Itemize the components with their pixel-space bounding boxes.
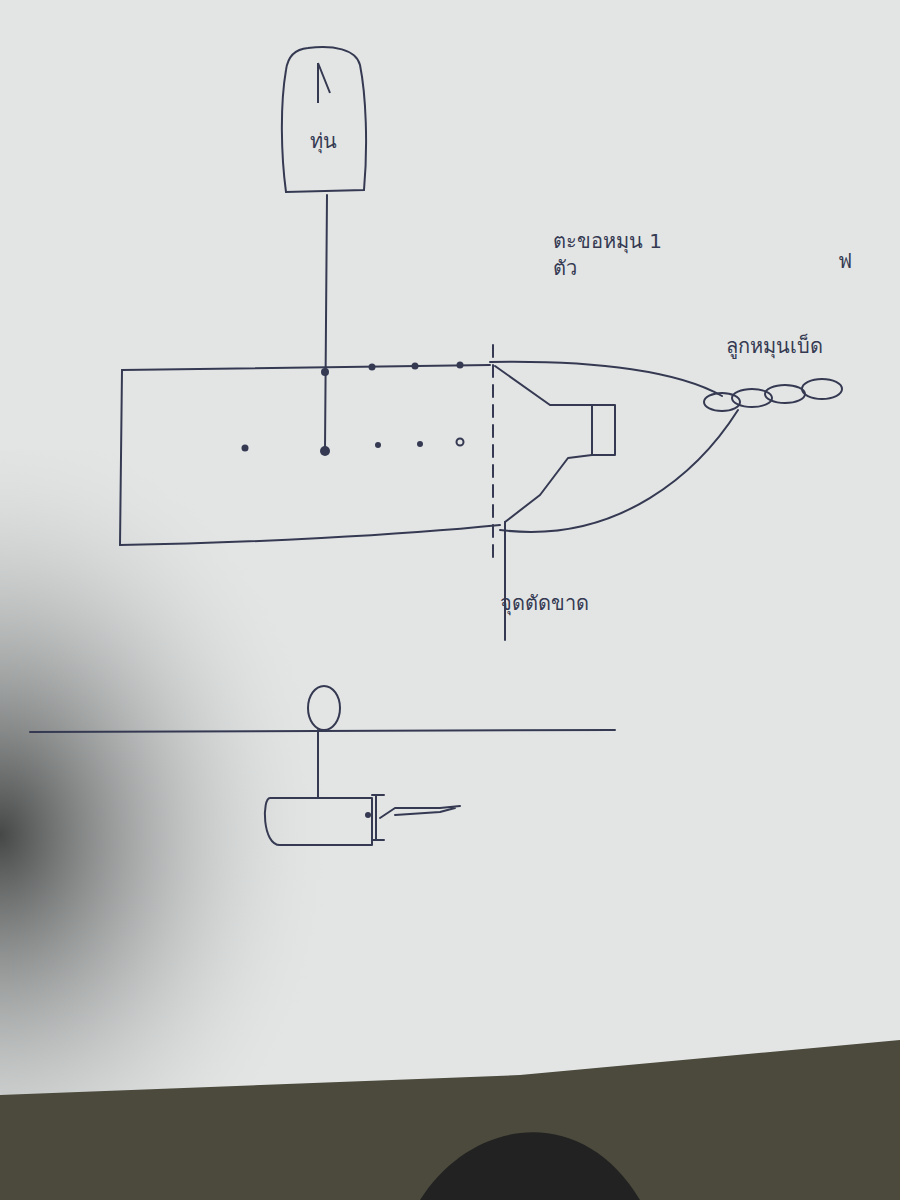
float-dot — [369, 364, 376, 371]
float-line — [325, 195, 327, 450]
sinker-dot — [375, 442, 381, 448]
shadow — [0, 450, 560, 1150]
part-label: ตะขอหมุน 1 ตัว — [553, 228, 673, 282]
part-label: ลูกหมุนเบ็ด — [726, 333, 823, 360]
cut-line — [492, 345, 494, 560]
net-left — [120, 370, 122, 545]
node-text: ทุ่น — [310, 125, 337, 157]
swivel-link — [765, 385, 805, 403]
cut-leader — [504, 522, 506, 640]
buoy-arrow — [318, 63, 330, 103]
float-dot — [412, 363, 419, 370]
swivel-link — [802, 379, 842, 399]
net-bottom — [120, 525, 500, 545]
sinker-dot — [242, 445, 249, 452]
swivel-box — [592, 405, 615, 455]
part-label: จุดตัดขาด — [500, 590, 589, 617]
codend-top — [490, 362, 722, 396]
codend-inner — [495, 366, 610, 405]
sinker-dot — [320, 446, 330, 456]
chair — [420, 1132, 640, 1200]
buoy-outline-path — [282, 47, 366, 192]
buoy-outline — [278, 45, 368, 197]
buoy-node: ทุ่น — [278, 45, 368, 197]
sinker-dot — [457, 439, 464, 446]
float-dot — [457, 362, 464, 369]
small-buoy — [308, 686, 340, 730]
small-codend — [380, 806, 460, 818]
sinker-dot — [417, 441, 423, 447]
small-dot — [365, 812, 371, 818]
float-dot — [321, 368, 329, 376]
small-net — [265, 798, 372, 845]
codend-inner-low — [505, 455, 592, 522]
mark-label: ฟ — [838, 248, 852, 275]
desk — [0, 1040, 900, 1200]
net-top — [122, 365, 490, 370]
small-float-line — [317, 730, 319, 798]
codend-bottom — [500, 410, 738, 532]
